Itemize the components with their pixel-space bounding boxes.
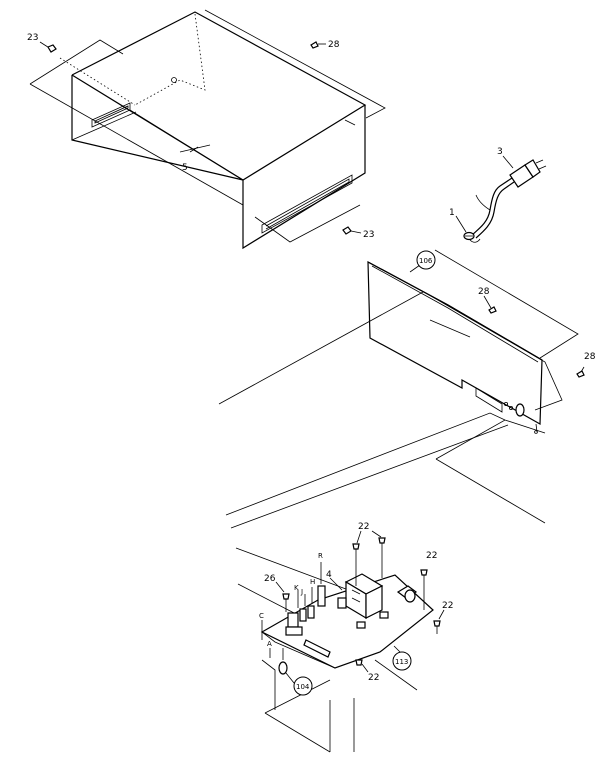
callout-106: 106 (419, 257, 433, 265)
callout-circle-104 (293, 676, 313, 696)
pcb-letter-j: J (300, 588, 303, 596)
callout-113: 113 (395, 658, 408, 666)
pcb-letter-r: R (318, 552, 323, 560)
pcb-letter-c: C (259, 612, 264, 620)
power-cord: 3 1 (449, 147, 547, 243)
callout-22-top: 22 (358, 522, 369, 532)
callout-28-top: 28 (328, 40, 340, 50)
cover-guide-lines (29, 9, 386, 243)
callout-1: 1 (449, 208, 455, 218)
pcb-letter-k: K (294, 584, 299, 592)
callout-23-top: 23 (27, 33, 38, 43)
callout-22-bottom: 22 (368, 673, 379, 683)
top-cover (59, 11, 367, 250)
callout-circle-113 (392, 651, 412, 671)
cover-callout: 5 (182, 146, 199, 173)
callout-3: 3 (497, 147, 503, 157)
callout-28-rear-right: 28 (584, 352, 596, 362)
screw-23-cover-bottom: 23 (342, 226, 374, 240)
callout-26: 26 (264, 574, 276, 584)
callout-circle-106 (416, 250, 436, 270)
callout-5: 5 (182, 163, 188, 173)
rear-panel: 106 28 28 (218, 249, 596, 529)
callout-22-right-lower: 22 (442, 601, 453, 611)
callout-104: 104 (296, 683, 310, 691)
screw-28-top-right: 28 (310, 40, 340, 50)
screw-23-top-left: 23 (27, 33, 57, 53)
callout-22-right: 22 (426, 551, 437, 561)
callout-4: 4 (326, 570, 332, 580)
pcb-letter-a: A (267, 640, 272, 648)
pcb-assembly: 4 R K J H C A 22 (235, 522, 453, 753)
pcb-letter-h: H (310, 578, 315, 586)
callout-23-bottom: 23 (363, 230, 374, 240)
callout-28-rear-top: 28 (478, 287, 490, 297)
